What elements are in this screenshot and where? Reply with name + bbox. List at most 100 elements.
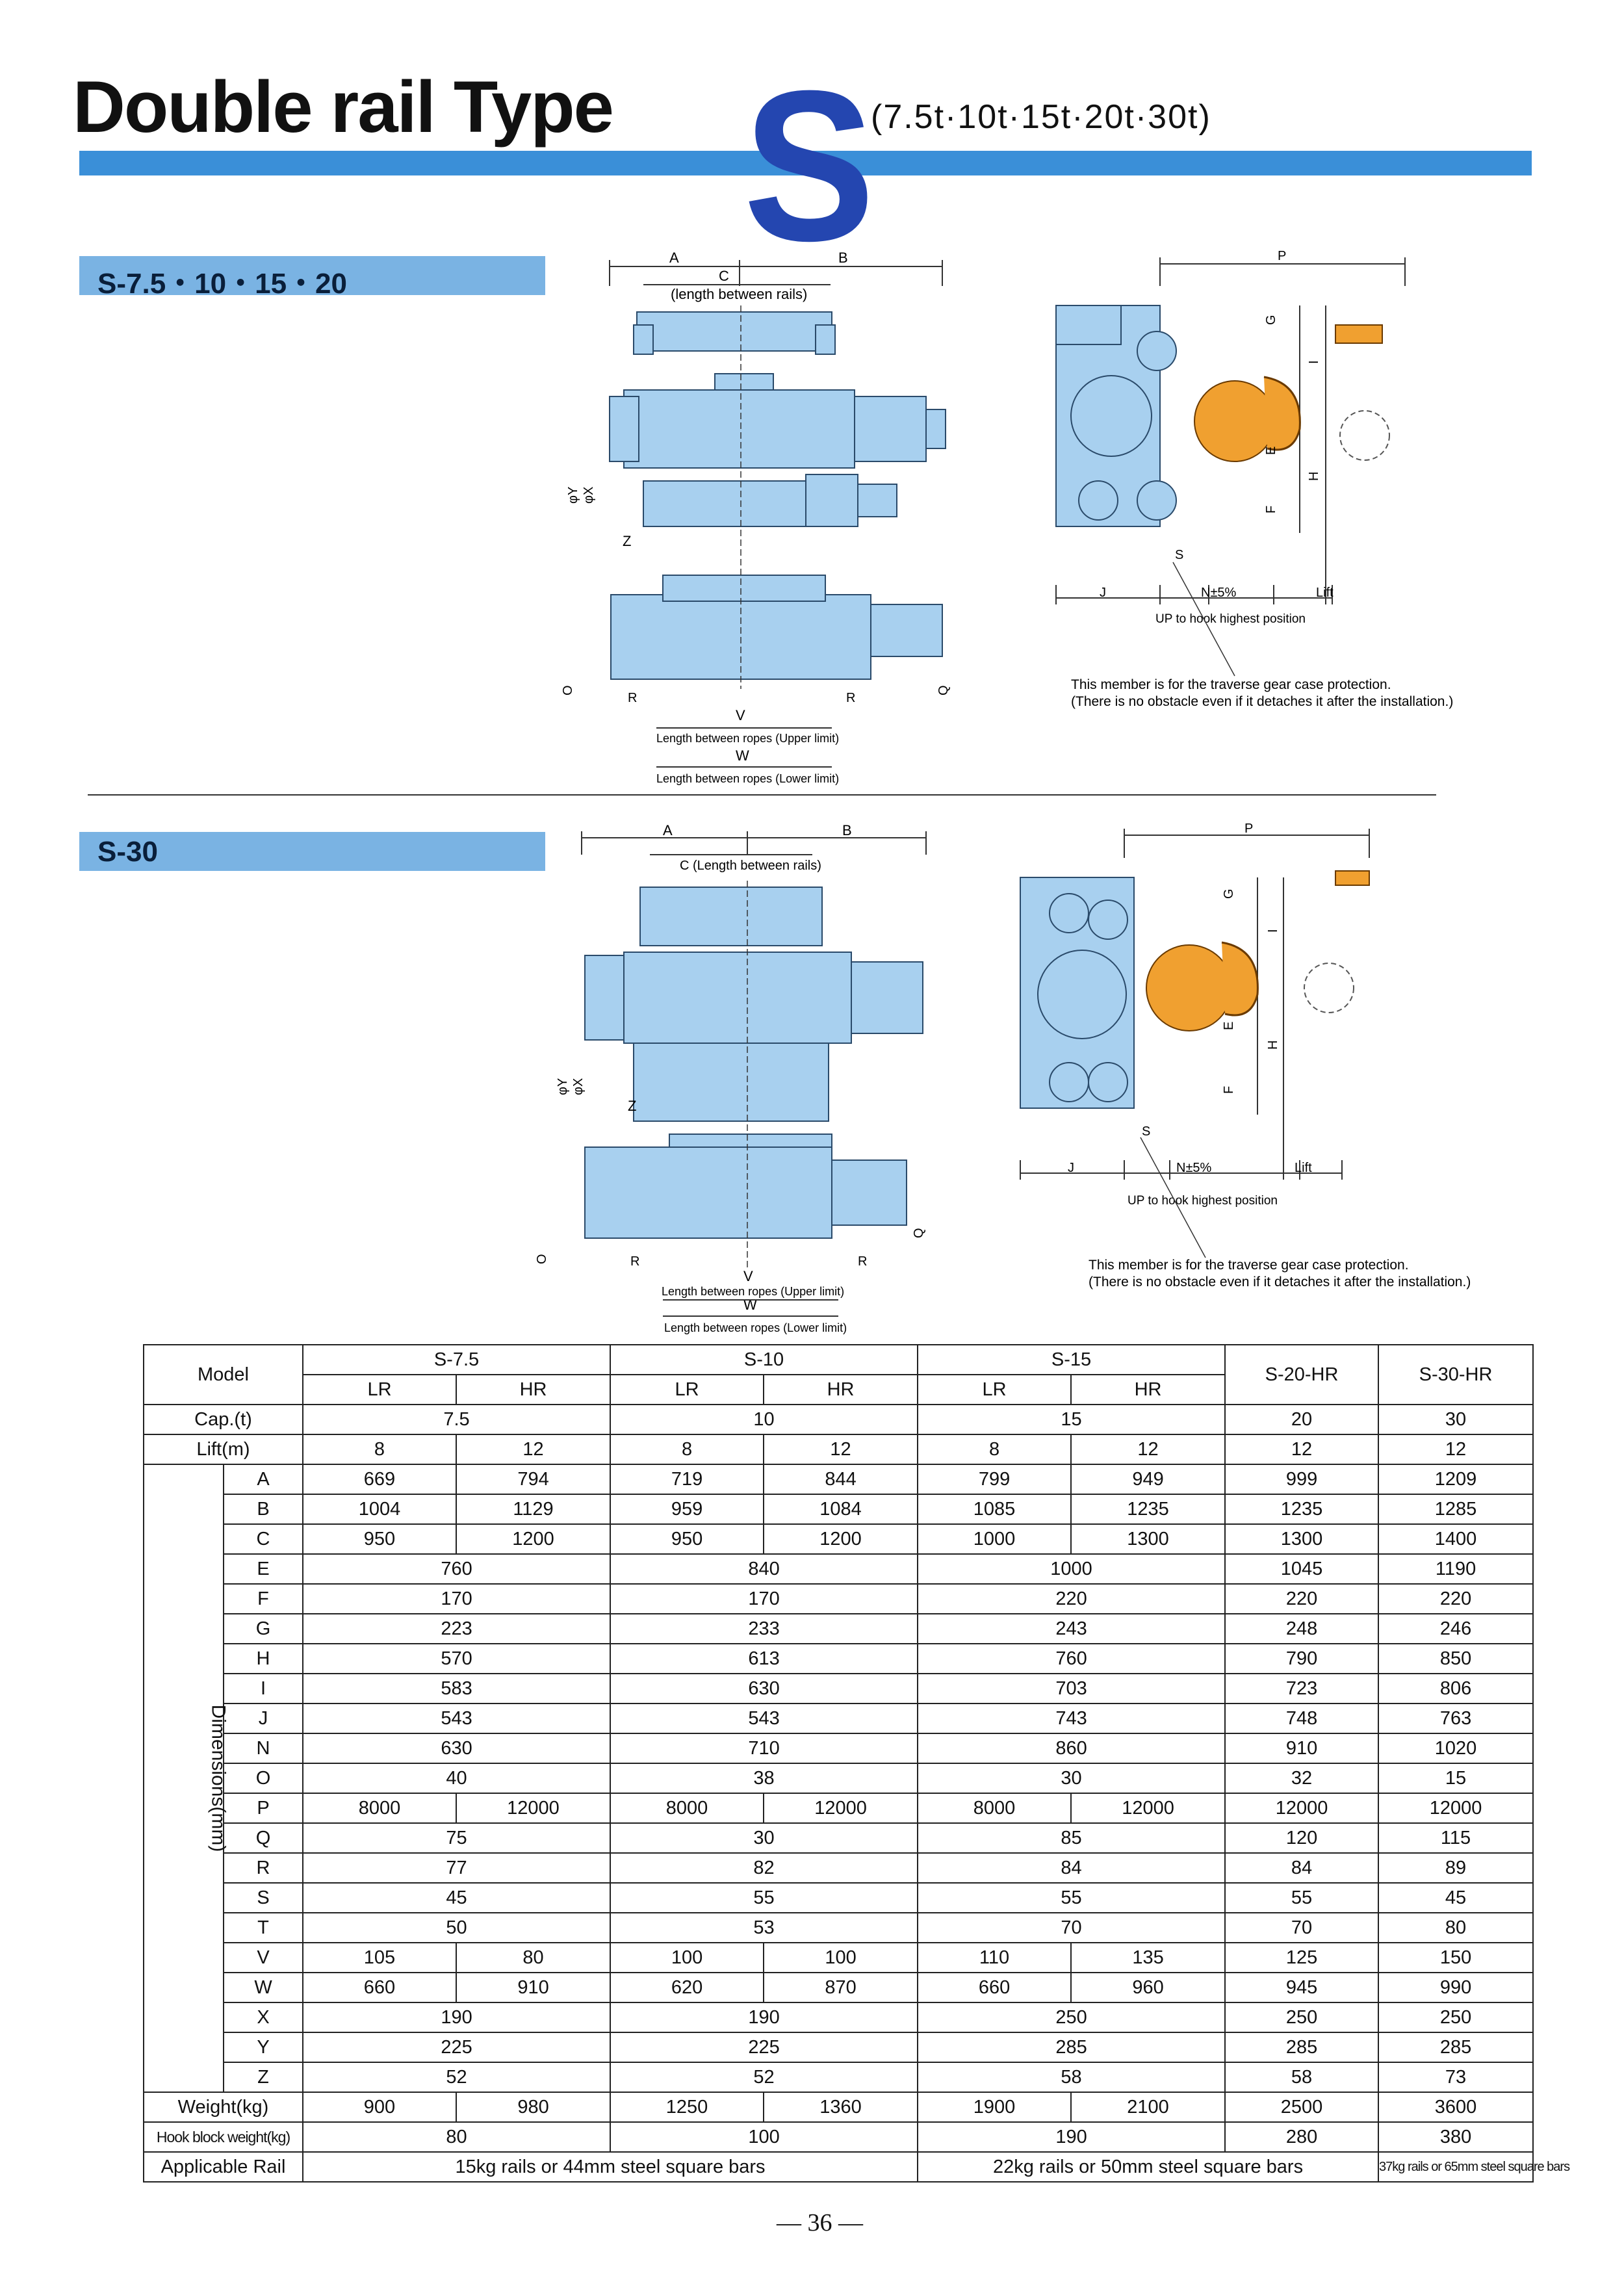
table-cell: 543 [302,1703,612,1734]
table-cell: 703 [917,1673,1226,1704]
table-cell: 669 [302,1464,457,1495]
model-cell: S-10 [610,1344,919,1375]
table-cell: 15 [917,1404,1226,1435]
table-cell: 630 [610,1673,919,1704]
table-cell: 1200 [455,1523,612,1555]
dim-v-label: V [736,707,745,723]
table-cell: 950 [610,1523,765,1555]
table-cell: 8000 [610,1793,765,1824]
dimension-key-cell: R [223,1852,303,1884]
lift-label: Lift [1295,1161,1312,1175]
dim-p-label: P [1244,822,1253,836]
table-cell: 55 [610,1882,919,1913]
dim-c-label: C [680,859,689,873]
table-cell: 999 [1224,1464,1380,1495]
hoist-plan-drawing-1: A B C (length between rails) φY φX Z O Q… [561,250,951,785]
table-cell: 40 [302,1763,612,1794]
weight-label-cell: Weight(kg) [143,2092,303,2123]
table-cell: 748 [1224,1703,1380,1734]
dimension-key-cell: V [223,1942,303,1973]
table-cell: 1084 [763,1494,919,1525]
hook-block-icon [1146,944,1233,1031]
dim-w-note: Length between ropes (Lower limit) [664,1321,847,1334]
dimension-key-cell: S [223,1882,303,1913]
table-cell: 80 [1378,1912,1534,1943]
table-cell: 150 [1378,1942,1534,1973]
lift-label: Lift [1316,586,1334,600]
table-cell: 660 [917,1972,1072,2003]
table-cell: 20 [1224,1404,1380,1435]
hoist-side-drawing-1: P G I E H F S J N±5% Lift UP to hook hig… [1055,249,1453,709]
table-cell: 58 [1224,2062,1380,2093]
table-cell: 223 [302,1613,612,1644]
table-cell: 22kg rails or 50mm steel square bars [917,2151,1380,2183]
table-cell: 8 [610,1434,765,1465]
dimension-key-cell: G [223,1613,303,1644]
table-cell: 285 [1378,2032,1534,2063]
dim-o-label: O [561,685,575,695]
dim-r-right-label: R [858,1254,867,1269]
table-cell: 285 [917,2032,1226,2063]
dim-h-label: H [1307,472,1321,481]
table-cell: 52 [302,2062,612,2093]
table-cell: 950 [302,1523,457,1555]
table-cell: 1200 [763,1523,919,1555]
table-cell: 1004 [302,1494,457,1525]
table-cell: 220 [1224,1583,1380,1614]
table-cell: 12000 [1378,1793,1534,1824]
page-title: Double rail Type [73,66,614,148]
section-divider [88,794,1436,796]
dim-j-label: J [1068,1161,1074,1175]
table-cell: 80 [302,2121,612,2153]
table-cell: 73 [1378,2062,1534,2093]
pendant-switch-icon [1335,324,1383,344]
table-cell: 790 [1224,1643,1380,1674]
table-cell: 190 [302,2002,612,2033]
table-cell: 32 [1224,1763,1380,1794]
table-cell: 170 [302,1583,612,1614]
table-cell: 70 [917,1912,1226,1943]
dimension-key-cell: H [223,1643,303,1674]
table-cell: 233 [610,1613,919,1644]
table-cell: 285 [1224,2032,1380,2063]
table-cell: 980 [455,2092,612,2123]
hook-icon [1221,941,1259,1017]
table-cell: 945 [1224,1972,1380,2003]
dimension-key-cell: B [223,1494,303,1525]
dim-v-note: Length between ropes (Upper limit) [662,1285,844,1298]
table-cell: 12 [1224,1434,1380,1465]
table-cell: 949 [1070,1464,1226,1495]
table-cell: 100 [610,2121,919,2153]
dimension-key-cell: T [223,1912,303,1943]
dim-z-label: Z [623,533,631,549]
variant-cell: HR [763,1374,919,1405]
table-cell: 1235 [1070,1494,1226,1525]
table-cell: 77 [302,1852,612,1884]
table-cell: 53 [610,1912,919,1943]
table-cell: 1209 [1378,1464,1534,1495]
dimension-key-cell: E [223,1553,303,1585]
table-cell: 799 [917,1464,1072,1495]
table-cell: 15kg rails or 44mm steel square bars [302,2151,919,2183]
member-note-2: (There is no obstacle even if it detache… [1089,1275,1471,1289]
table-cell: 100 [763,1942,919,1973]
table-cell: 10 [610,1404,919,1435]
table-cell: 220 [1378,1583,1534,1614]
dim-q-label: Q [912,1228,926,1238]
table-cell: 120 [1224,1822,1380,1854]
table-cell: 58 [917,2062,1226,2093]
table-cell: 52 [610,2062,919,2093]
table-cell: 30 [1378,1404,1534,1435]
table-cell: 960 [1070,1972,1226,2003]
variant-cell: LR [917,1374,1072,1405]
table-cell: 280 [1224,2121,1380,2153]
